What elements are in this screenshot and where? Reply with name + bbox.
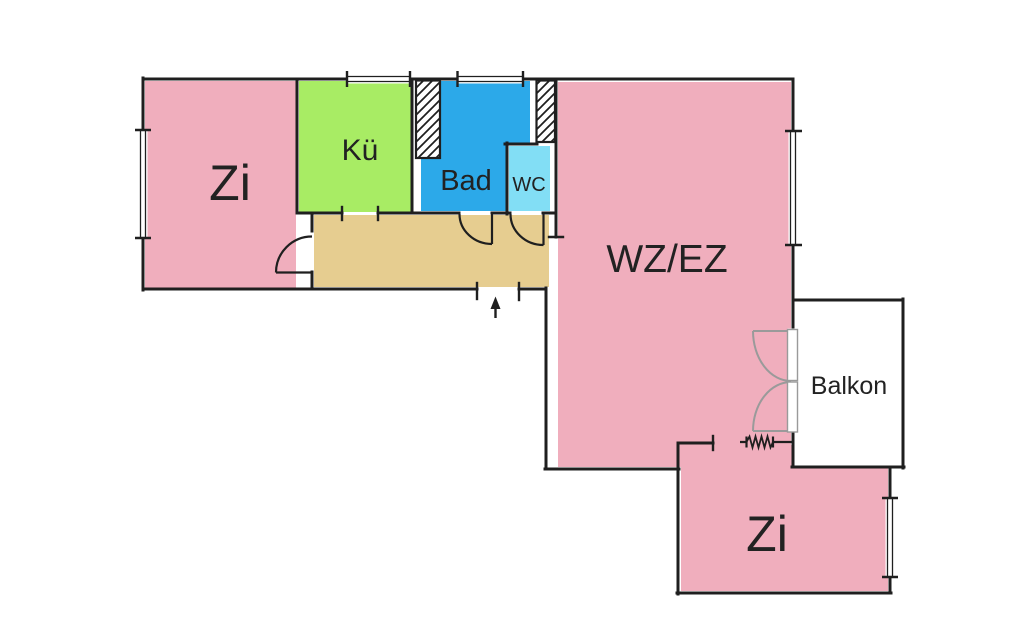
balcony-door bbox=[752, 328, 799, 433]
entrance-arrow-icon bbox=[490, 296, 501, 318]
room-balkon bbox=[794, 301, 902, 466]
room-zi-bottom bbox=[681, 445, 888, 591]
room-fills bbox=[145, 81, 902, 591]
label-wz-ez: WZ/EZ bbox=[606, 238, 727, 281]
shaft-hatch-left bbox=[414, 79, 442, 160]
door-zi-left bbox=[274, 235, 313, 274]
room-bad bbox=[421, 81, 530, 211]
room-corridor bbox=[314, 215, 549, 287]
window-zi-bottom-right bbox=[882, 496, 898, 579]
label-bad: Bad bbox=[440, 165, 492, 197]
label-kueche: Kü bbox=[342, 134, 379, 167]
label-zi-bottom: Zi bbox=[746, 506, 788, 562]
label-wc: WC bbox=[512, 174, 545, 196]
label-balkon: Balkon bbox=[811, 372, 887, 400]
label-zi-left: Zi bbox=[209, 155, 251, 211]
room-wc bbox=[509, 146, 550, 211]
room-wz-ez bbox=[558, 82, 791, 467]
window-kueche-top bbox=[345, 71, 412, 87]
door-bad bbox=[458, 213, 494, 246]
window-zi-left bbox=[135, 128, 151, 240]
door-wc bbox=[509, 213, 545, 247]
shaft-hatch-right bbox=[535, 79, 557, 144]
radiator-icon bbox=[740, 433, 792, 451]
window-wz-ez-right bbox=[785, 129, 802, 247]
room-kueche bbox=[299, 81, 411, 212]
window-bad-top bbox=[456, 71, 525, 87]
room-zi-left bbox=[145, 81, 296, 288]
